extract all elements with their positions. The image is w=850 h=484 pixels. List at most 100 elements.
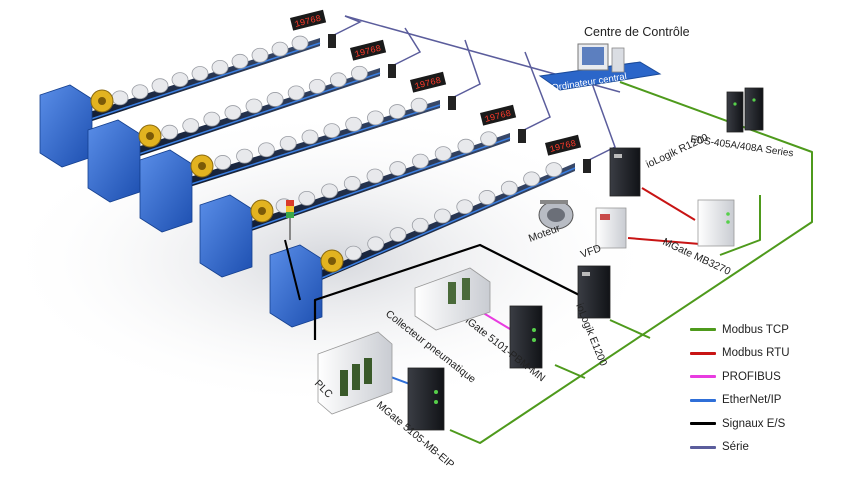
modbus-tcp-cable-iologik-e	[609, 319, 651, 339]
control-centre-title: Centre de Contrôle	[584, 25, 690, 39]
legend-label: Série	[722, 441, 749, 454]
conveyor-line	[199, 131, 511, 278]
counter-sensor	[518, 129, 526, 143]
roller	[367, 236, 385, 252]
roller	[500, 180, 518, 196]
roller	[345, 245, 362, 261]
roller	[287, 85, 305, 101]
legend-label: Modbus RTU	[722, 347, 790, 360]
gear-hub	[198, 162, 206, 170]
roller	[301, 129, 319, 145]
roller	[410, 97, 428, 113]
roller	[329, 72, 347, 88]
roller	[231, 53, 249, 69]
roller	[389, 161, 407, 176]
legend-label: EtherNet/IP	[722, 394, 782, 407]
serial-line	[391, 27, 422, 67]
roller	[298, 190, 316, 206]
gear-hub	[146, 132, 154, 140]
roller	[111, 90, 129, 106]
roller	[279, 135, 297, 151]
counter-sensor	[388, 64, 396, 78]
roller	[478, 190, 496, 205]
legend-item: Modbus TCP	[690, 318, 840, 342]
roller	[343, 176, 361, 191]
roller	[236, 148, 253, 164]
roller	[434, 146, 452, 162]
roller	[389, 227, 407, 242]
legend-swatch	[690, 422, 716, 426]
counter-panel	[289, 9, 327, 31]
legend-swatch	[690, 445, 716, 449]
roller	[245, 98, 263, 114]
eds-switch-device: EDS-405A/408A Series	[690, 87, 794, 159]
roller	[182, 118, 200, 134]
modbus-tcp-cable-mgate5101	[554, 364, 586, 379]
iologik-r1200-device: ioLogik R1200	[609, 131, 710, 197]
roller	[480, 131, 498, 147]
serial-line	[584, 63, 616, 162]
roller	[323, 123, 341, 139]
machine-cabinet	[199, 194, 253, 278]
roller	[266, 92, 284, 107]
machine-cabinet	[139, 149, 193, 233]
roller	[351, 65, 368, 81]
stack-light-icon	[286, 200, 294, 240]
machine-cabinet	[87, 119, 141, 203]
roller	[171, 72, 189, 87]
counter-panel	[545, 134, 582, 156]
roller	[211, 60, 229, 75]
legend-label: Signaux E/S	[722, 417, 786, 430]
roller	[308, 78, 326, 94]
counter-panel	[479, 104, 517, 126]
legend-swatch	[690, 328, 716, 332]
roller	[291, 35, 309, 51]
roller	[251, 47, 269, 63]
modbus-tcp-cable-branch	[719, 195, 761, 256]
roller	[224, 105, 242, 120]
machine-cabinet	[39, 84, 93, 168]
counter-sensor	[328, 34, 336, 48]
counter-sensor	[448, 96, 456, 110]
roller	[345, 116, 363, 132]
roller	[366, 168, 384, 184]
roller	[456, 199, 474, 215]
roller	[412, 153, 429, 169]
serial-lines	[331, 15, 621, 162]
counter-panel	[350, 39, 387, 61]
conveyor-rail	[314, 167, 576, 282]
plc-device: PLC	[312, 331, 393, 415]
legend: Modbus TCP Modbus RTU PROFIBUS EtherNet/IP S…	[690, 318, 840, 459]
roller	[367, 110, 384, 126]
roller	[191, 66, 209, 81]
legend-swatch	[690, 375, 716, 379]
roller	[271, 41, 289, 57]
computer-tower-icon	[611, 47, 625, 73]
roller	[457, 138, 475, 154]
legend-item: PROFIBUS	[690, 365, 840, 389]
legend-item: Modbus RTU	[690, 342, 840, 366]
legend-item: Signaux E/S	[690, 412, 840, 436]
roller	[434, 208, 451, 224]
roller	[545, 162, 563, 178]
roller	[151, 78, 169, 94]
legend-label: Modbus TCP	[722, 323, 789, 336]
gear-hub	[258, 207, 266, 215]
counter-sensor	[583, 159, 591, 173]
roller	[214, 155, 232, 170]
legend-item: EtherNet/IP	[690, 389, 840, 413]
roller	[321, 183, 338, 199]
modbus-rtu-cable-2	[627, 237, 701, 245]
roller	[131, 84, 149, 100]
gear-hub	[328, 257, 336, 265]
roller	[257, 142, 275, 158]
roller	[411, 217, 429, 233]
mgate-mb3270-device: MGate MB3270	[661, 199, 735, 278]
legend-swatch	[690, 351, 716, 355]
legend-item: Série	[690, 436, 840, 460]
iologik-r1200-label: ioLogik R1200	[644, 131, 710, 170]
legend-swatch	[690, 398, 716, 402]
conveyor-line	[139, 97, 441, 233]
roller	[523, 171, 540, 187]
